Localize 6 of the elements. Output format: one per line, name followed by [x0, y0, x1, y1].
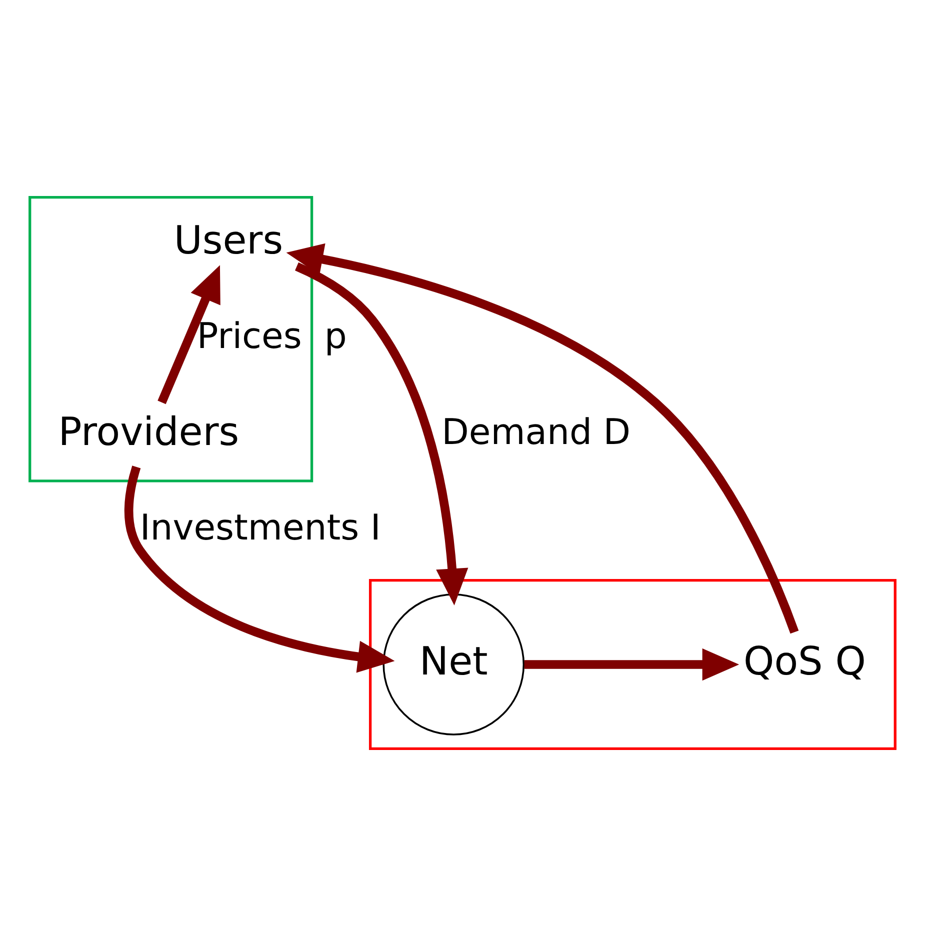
edge-label: Demand D	[442, 412, 631, 453]
node-text: Users	[174, 218, 284, 264]
edge-label: Investments I	[140, 507, 381, 548]
node-text: Providers	[58, 410, 240, 455]
edge-label: Prices p	[196, 316, 347, 357]
node-text: QoS Q	[744, 639, 866, 684]
